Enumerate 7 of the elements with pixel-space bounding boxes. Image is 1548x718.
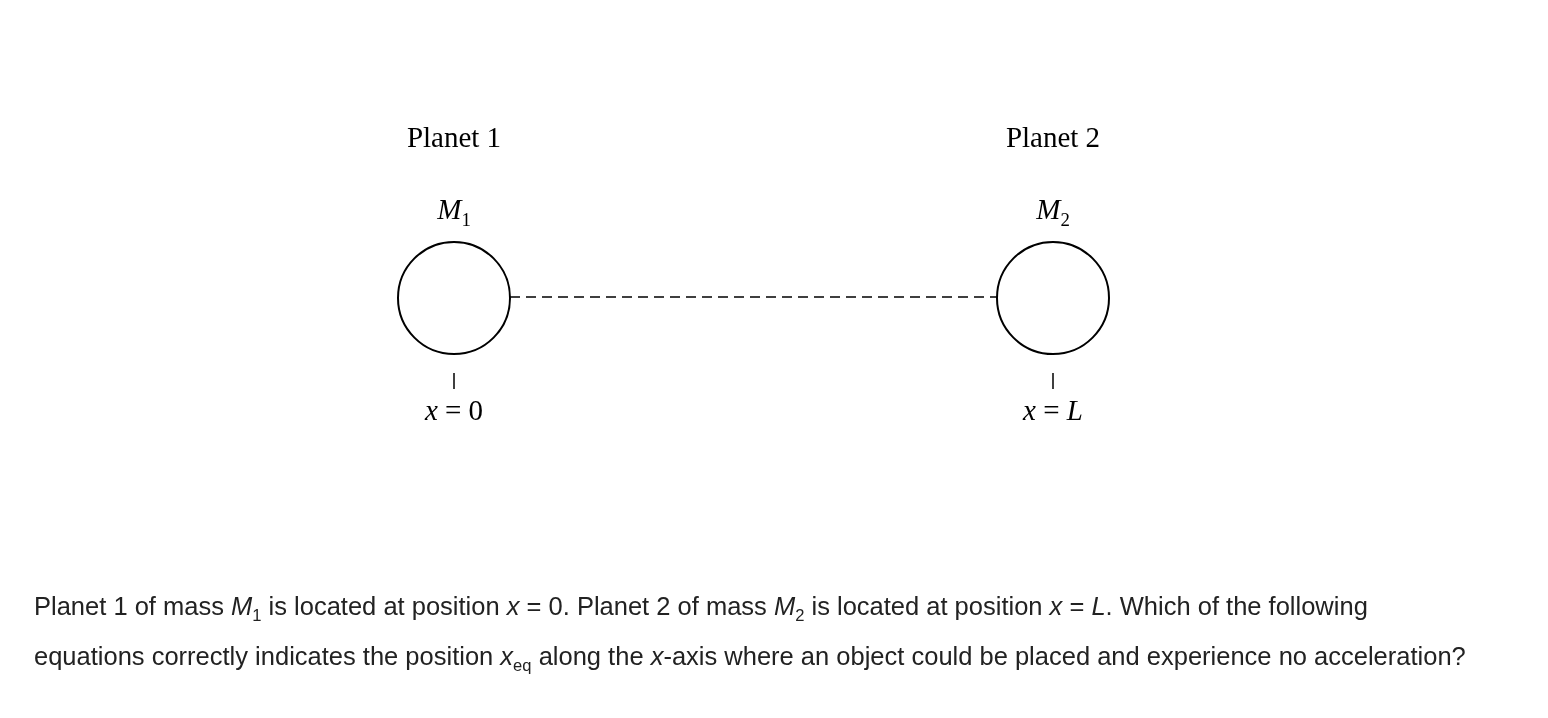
planet-label: Planet 2 [1005, 120, 1101, 154]
question-text: Planet 1 of mass M$_{1}$ is located at position x = 0. Planet 2 of mass M$_{2}$ is located at position x = L. Which of the following equations correctly indicates the position x$_{eq}$ along the x-axis where an object could be placed and experience no acceleration? [34, 591, 1467, 678]
position-label: x = 0 [424, 392, 484, 427]
planet-label: Planet 1 [406, 120, 502, 154]
position-label: x = L [1023, 392, 1083, 427]
mass-label: M$_{2}$ [1036, 192, 1070, 232]
mass-label: M$_{1}$ [437, 192, 471, 232]
